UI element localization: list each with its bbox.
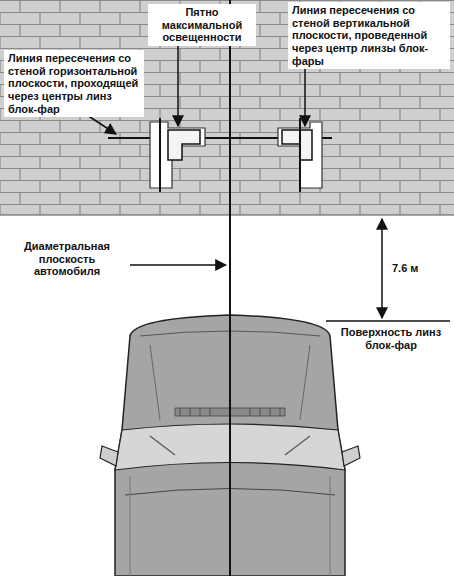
leader-line — [130, 264, 226, 266]
spot-label: Пятно максимальной освещенности — [148, 4, 256, 46]
lens-surface-label: Поверхность линз блок-фар — [332, 326, 450, 351]
vertical-line-label: Линия пересечения со стеной вертикальной… — [288, 2, 450, 69]
headlamp-marker — [278, 118, 322, 192]
lens-surface-line — [326, 320, 450, 322]
diametral-plane-line — [229, 0, 231, 576]
leader-line — [177, 40, 179, 126]
diametral-plane-label: Диаметральная плоскость автомобиля — [6, 240, 128, 278]
wall-base — [0, 215, 454, 216]
dimension-arrow — [381, 219, 383, 318]
headlamp-marker — [150, 118, 205, 192]
horizontal-line-label: Линия пересечения со стеной горизонтальн… — [4, 50, 144, 117]
dimension-label: 7.6 м — [392, 262, 448, 275]
brick-wall — [0, 0, 454, 215]
